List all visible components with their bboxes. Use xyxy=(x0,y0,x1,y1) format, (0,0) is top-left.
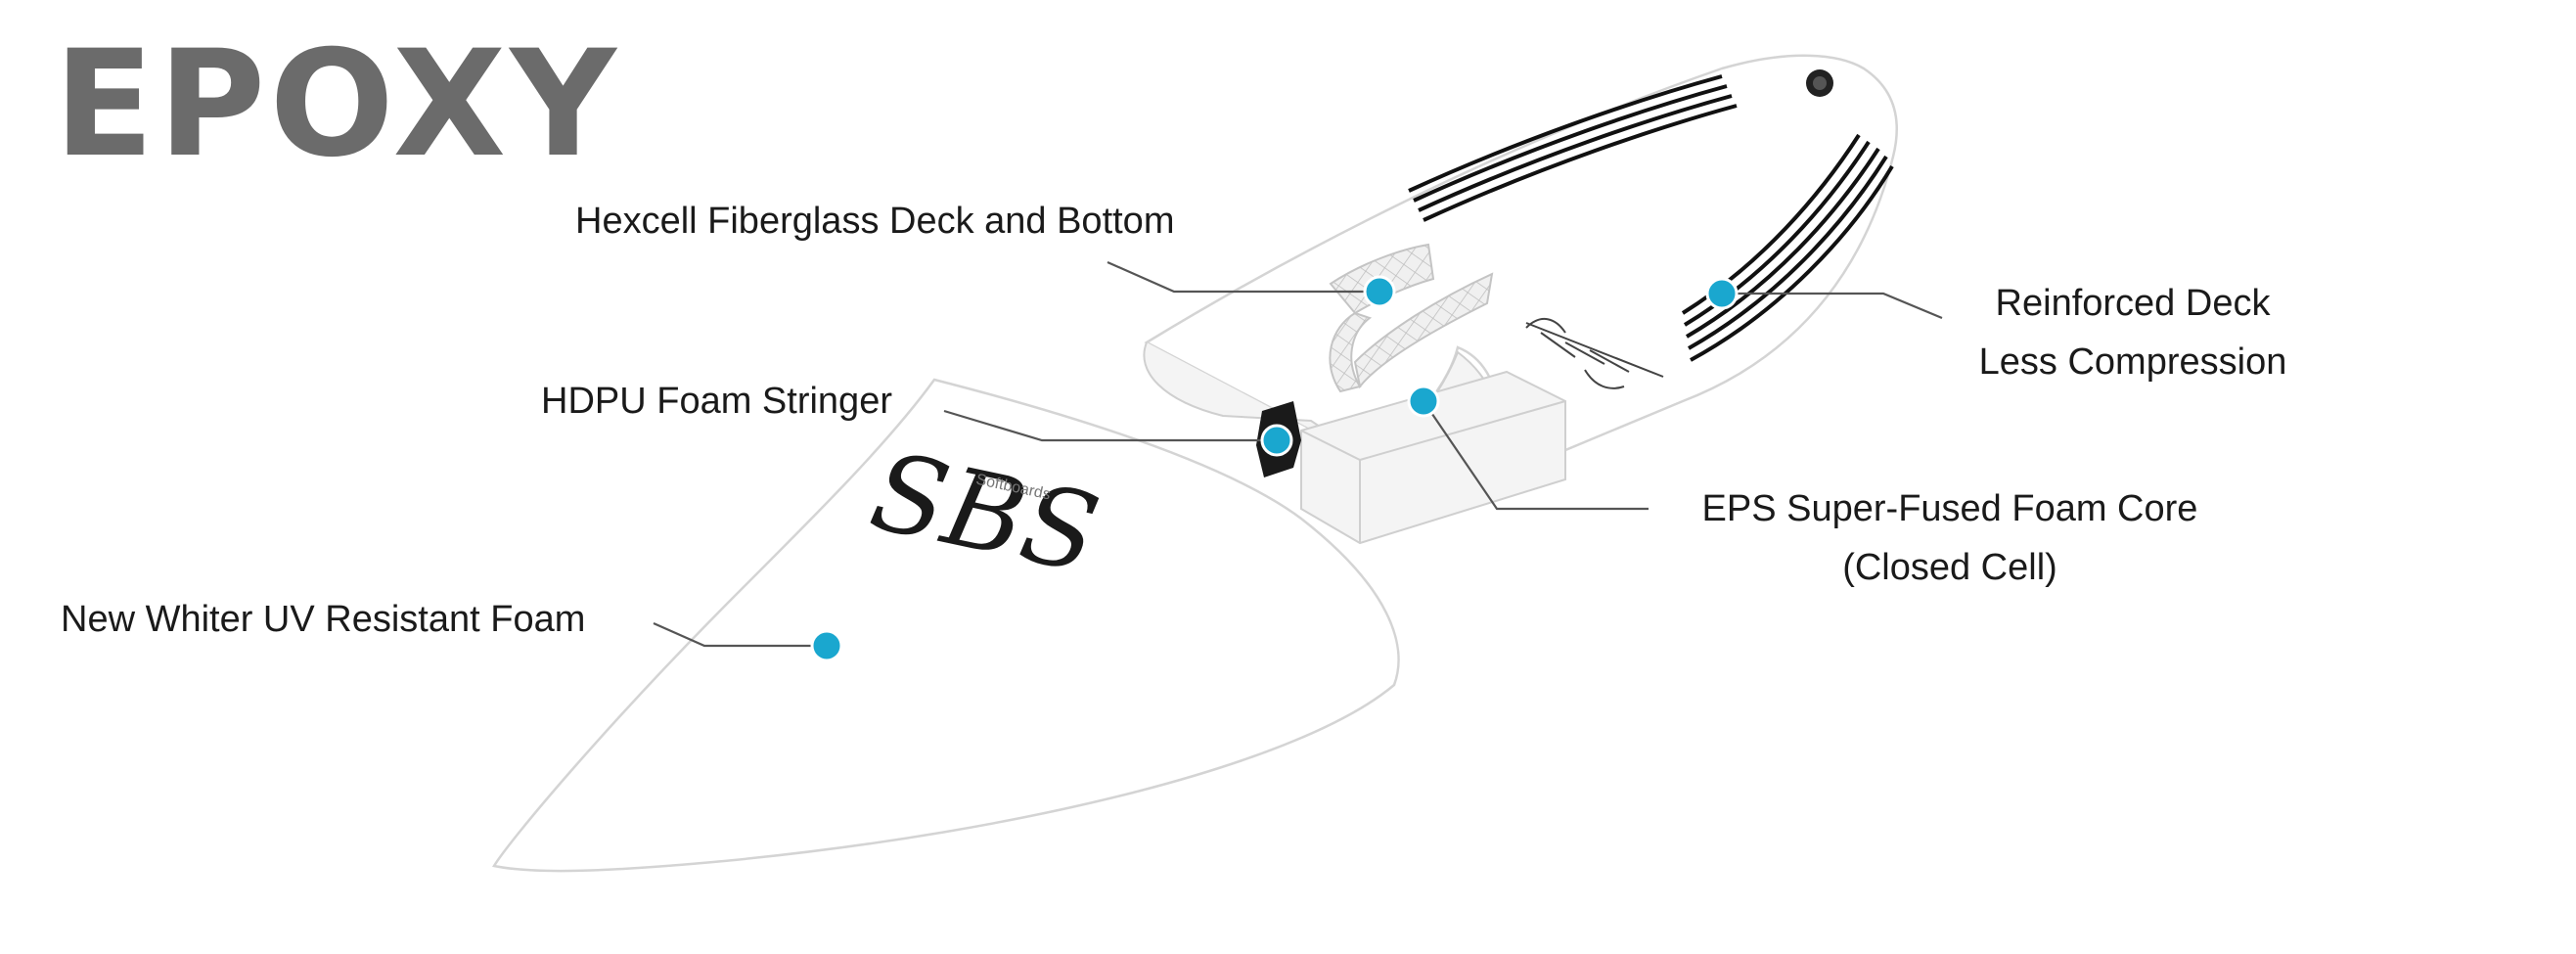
leader-hexcell xyxy=(1107,260,1379,294)
marker-hexcell xyxy=(1363,275,1396,308)
board-nose-section: SBS Softboards xyxy=(492,378,1400,873)
marker-uv-foam xyxy=(810,629,843,662)
deck-artwork-icon xyxy=(1525,318,1664,389)
label-reinforced-line1: Reinforced Deck xyxy=(1996,283,2272,324)
hexcell-fiberglass-layers xyxy=(1329,243,1494,393)
nose-deck xyxy=(492,378,1400,873)
label-eps-line1: EPS Super-Fused Foam Core xyxy=(1702,488,2198,529)
rail-stripes-top xyxy=(1408,74,1738,222)
marker-hdpu xyxy=(1260,424,1293,457)
page-title: EPOXY xyxy=(54,20,620,190)
leader-uv-foam xyxy=(653,621,827,648)
label-uv-foam: New Whiter UV Resistant Foam xyxy=(61,599,585,640)
label-hdpu: HDPU Foam Stringer xyxy=(541,381,892,422)
leader-lines xyxy=(653,260,1943,648)
leader-reinforced xyxy=(1722,292,1943,320)
label-reinforced-line2: Less Compression xyxy=(1979,341,2287,383)
marker-reinforced xyxy=(1705,277,1739,310)
leader-hdpu xyxy=(943,409,1277,442)
label-hexcell: Hexcell Fiberglass Deck and Bottom xyxy=(575,201,1174,242)
leader-eps xyxy=(1423,400,1649,511)
label-eps-line2: (Closed Cell) xyxy=(1842,547,2057,588)
eps-foam-core-block xyxy=(1300,370,1566,545)
marker-dots xyxy=(810,275,1739,662)
marker-eps xyxy=(1407,385,1440,418)
